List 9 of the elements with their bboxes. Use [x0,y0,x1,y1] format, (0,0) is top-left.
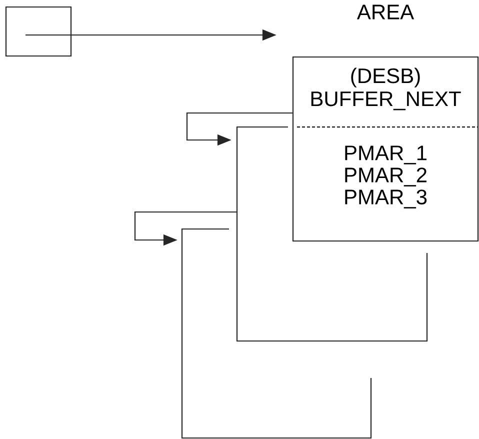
buffer-outline [236,126,428,342]
field-name: PMAR_1 [345,146,426,164]
buffer-outline [181,228,372,439]
field-name: PMAR_3 [345,190,427,208]
area-title: AREA [356,4,414,20]
area-box [292,56,479,242]
field-name: (DESB) BUFFER_NEXT [311,68,461,110]
field-name: PMAR_2 [345,168,426,186]
pointer-box [5,6,72,57]
